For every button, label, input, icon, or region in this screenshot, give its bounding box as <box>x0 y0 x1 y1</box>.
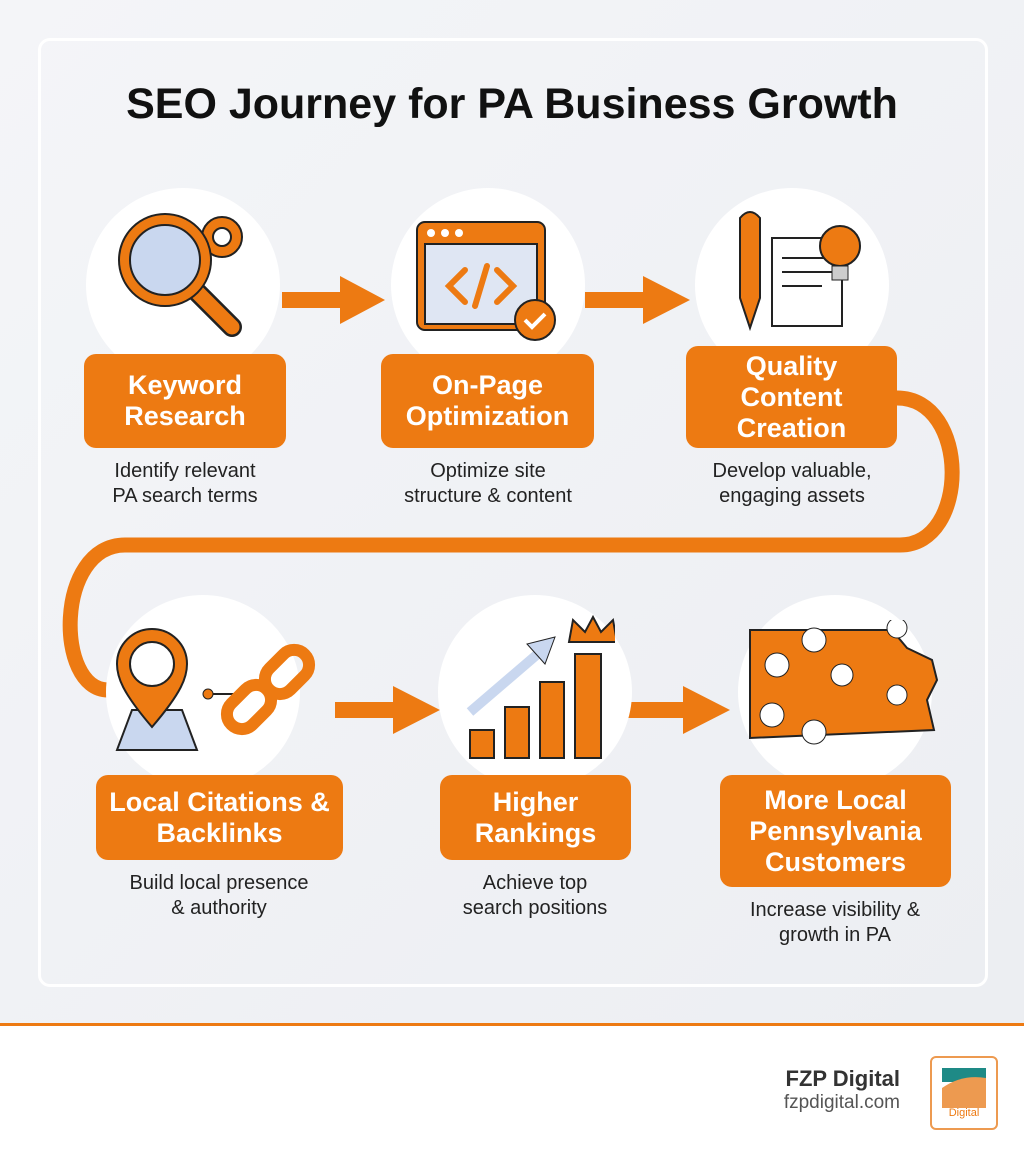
step-3-description: Develop valuable,engaging assets <box>712 460 872 507</box>
fzp-digital-logo: Digital <box>930 1056 998 1130</box>
footer-brand: FZP Digital fzpdigital.com <box>784 1066 900 1114</box>
page-title: SEO Journey for PA Business Growth <box>126 80 898 128</box>
pen-document-lightbulb-icon <box>739 211 861 332</box>
flow-connectors <box>62 276 960 734</box>
svg-text:Digital: Digital <box>949 1107 980 1119</box>
step-3-label: Quality Content Creation <box>686 346 897 448</box>
brand-name: FZP Digital <box>785 1066 901 1091</box>
step-1-label: Keyword Research <box>84 354 286 448</box>
browser-code-icon <box>416 221 556 341</box>
brand-url[interactable]: fzpdigital.com <box>783 1092 900 1113</box>
arrow-1-2 <box>282 276 385 324</box>
step-4-description: Build local presence& authority <box>129 872 309 919</box>
magnifier-gear-icon <box>118 213 243 337</box>
diagram-card <box>38 38 988 987</box>
connector-curve <box>62 390 960 698</box>
bar-chart-crown-icon <box>466 614 615 759</box>
footer-divider <box>0 1023 1024 1026</box>
step-4-label: Local Citations & Backlinks <box>96 775 343 860</box>
arrow-2-3 <box>585 276 690 324</box>
location-link-icon <box>115 628 316 751</box>
step-5-label: Higher Rankings <box>440 775 631 860</box>
step-6-label: More Local Pennsylvania Customers <box>720 775 951 887</box>
step-2-label: On-Page Optimization <box>381 354 594 448</box>
arrow-4-5 <box>335 686 440 734</box>
step-6-description: Increase visibility &growth in PA <box>749 899 921 946</box>
pennsylvania-customers-icon <box>749 620 939 745</box>
arrow-5-6 <box>625 686 730 734</box>
